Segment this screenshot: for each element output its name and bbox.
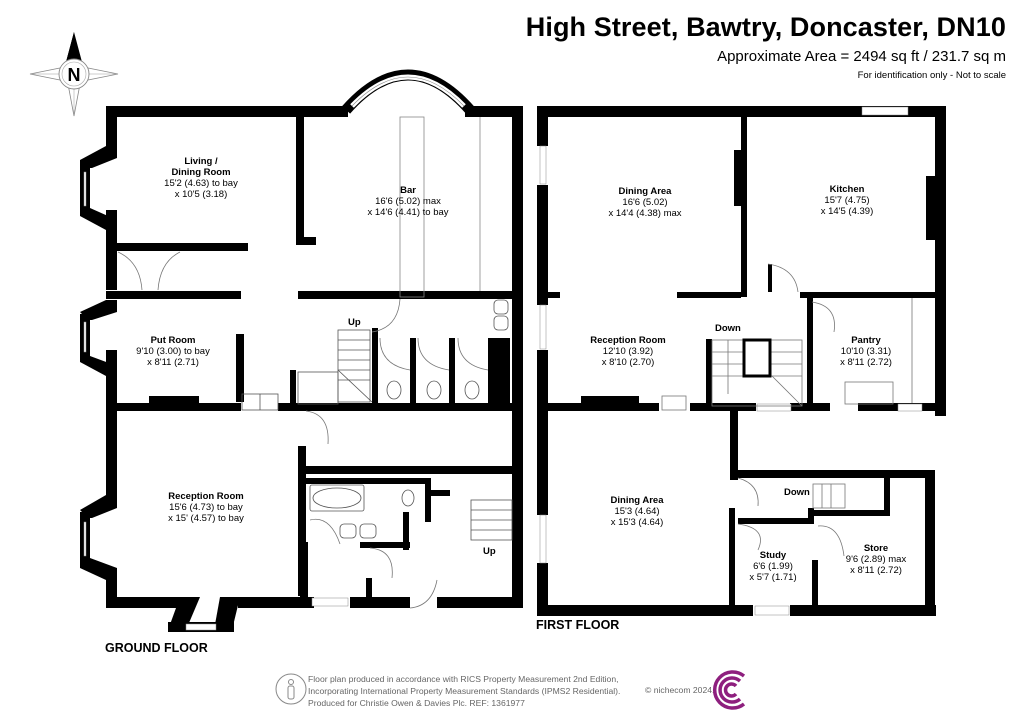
property-title: High Street, Bawtry, Doncaster, DN10 xyxy=(525,12,1006,42)
room-reception-ground: Reception Room 15'6 (4.73) to bay x 15' … xyxy=(168,491,244,524)
room-bar: Bar 16'6 (5.02) max x 14'6 (4.41) to bay xyxy=(367,185,449,218)
ground-floor-walls xyxy=(106,106,523,608)
compass-label: N xyxy=(68,65,81,85)
first-floor-walls xyxy=(537,106,946,616)
nichecom-logo-icon xyxy=(713,670,746,710)
copyright: © nichecom 2024. xyxy=(645,685,715,695)
room-put-room: Put Room 9'10 (3.00) to bay x 8'11 (2.71… xyxy=(136,335,210,368)
room-study: Study 6'6 (1.99) x 5'7 (1.71) xyxy=(749,550,797,583)
room-dining-area-upper: Dining Area 16'6 (5.02) x 14'4 (4.38) ma… xyxy=(608,186,682,219)
stair-down-label: Down xyxy=(715,323,741,334)
room-pantry: Pantry 10'10 (3.31) x 8'11 (2.72) xyxy=(840,335,892,368)
stair-up-label: Up xyxy=(348,317,361,328)
first-floor-label: FIRST FLOOR xyxy=(536,618,620,632)
stair-down-label-2: Down xyxy=(784,487,810,498)
room-kitchen: Kitchen 15'7 (4.75) x 14'5 (4.39) xyxy=(820,184,874,217)
north-compass-icon: N xyxy=(29,32,119,117)
room-living-dining: Living / Dining Room 15'2 (4.63) to bay … xyxy=(164,156,238,200)
person-measure-icon xyxy=(275,673,307,705)
stair-up-label-2: Up xyxy=(483,546,496,557)
room-reception-first: Reception Room 12'10 (3.92) x 8'10 (2.70… xyxy=(590,335,666,368)
footer-disclaimer: Floor plan produced in accordance with R… xyxy=(308,674,621,708)
ground-floor-label: GROUND FLOOR xyxy=(105,641,208,655)
room-dining-area-lower: Dining Area 15'3 (4.64) x 15'3 (4.64) xyxy=(610,495,664,528)
scale-disclaimer: For identification only - Not to scale xyxy=(857,70,1006,81)
approximate-area: Approximate Area = 2494 sq ft / 231.7 sq… xyxy=(717,48,1006,65)
room-store: Store 9'6 (2.89) max x 8'11 (2.72) xyxy=(845,543,907,576)
